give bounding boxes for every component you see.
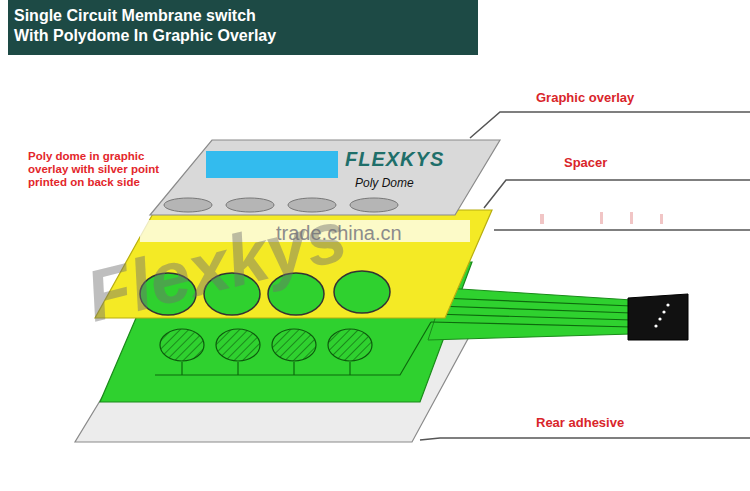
display-window	[206, 151, 338, 178]
connector-pins	[654, 303, 669, 327]
layer-label: Spacer	[564, 156, 607, 171]
poly-dome	[164, 198, 212, 212]
layer-label: Rear adhesive	[536, 416, 624, 431]
product-name: Poly Dome	[355, 176, 414, 190]
callout-note: Poly dome in graphic overlay with silver…	[28, 150, 178, 190]
layer-label: Graphic overlay	[536, 91, 634, 106]
brand-logo: FLEXKYS	[345, 148, 444, 171]
contact-pads	[160, 329, 372, 361]
circuit-tail	[428, 288, 632, 340]
poly-dome	[350, 198, 398, 212]
title-banner: Single Circuit Membrane switch With Poly…	[8, 0, 478, 55]
title-text: Single Circuit Membrane switch With Poly…	[14, 6, 289, 46]
connector	[628, 294, 688, 340]
blurred-mark	[540, 212, 663, 224]
